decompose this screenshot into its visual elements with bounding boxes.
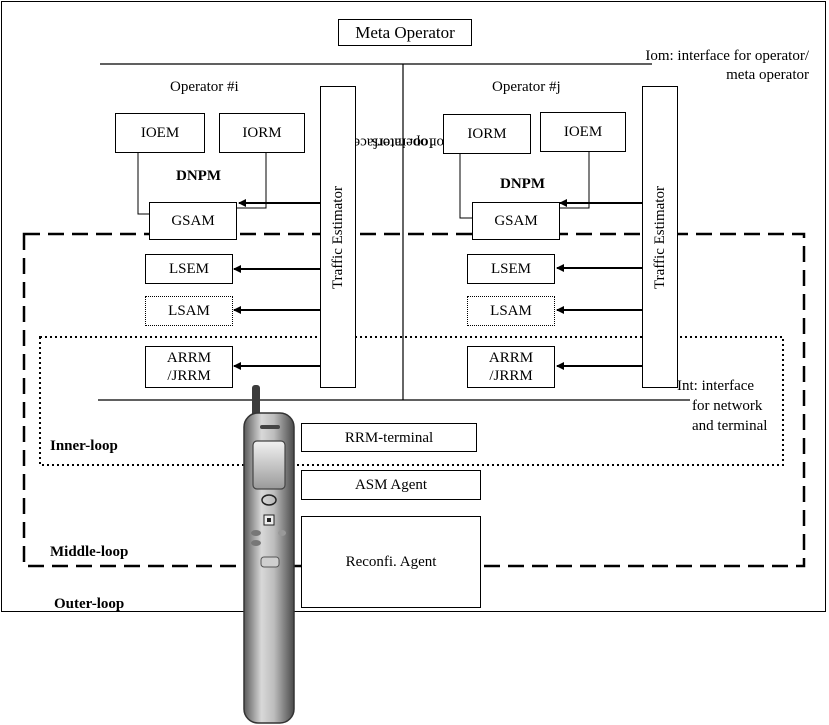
meta-operator-box: Meta Operator — [338, 19, 472, 46]
operator-i-ioem-box: IOEM — [115, 113, 205, 153]
operator-i-gsam-box: GSAM — [149, 202, 237, 240]
meta-operator-label: Meta Operator — [355, 22, 455, 42]
operator-j-dnpm-label: DNPM — [500, 176, 545, 192]
int-label-line2: for network — [692, 398, 763, 414]
operator-i-title: Operator #i — [170, 79, 239, 95]
operator-j-ioem-box: IOEM — [540, 112, 626, 152]
operator-i-arrm-jrrm-box: ARRM /JRRM — [145, 346, 233, 388]
int-label-line3: and terminal — [692, 418, 768, 434]
operator-j-gsam-label: GSAM — [494, 213, 538, 229]
operator-j-jrrm-label: /JRRM — [489, 368, 533, 384]
operator-j-lsam-label: LSAM — [490, 303, 532, 319]
operator-i-lsem-box: LSEM — [145, 254, 233, 284]
operator-i-dnpm-label: DNPM — [176, 168, 221, 184]
reconfi-agent-label: Reconfi. Agent — [345, 554, 437, 570]
operator-j-iorm-box: IORM — [443, 114, 531, 154]
rrm-terminal-label: RRM-terminal — [344, 429, 434, 446]
operator-i-lsam-label: LSAM — [168, 303, 210, 319]
operator-i-arrm-label: ARRM — [166, 350, 212, 366]
operator-i-iorm-label: IORM — [242, 125, 282, 141]
operator-j-traffic-estimator-label: Traffic Estimator — [651, 185, 668, 289]
operator-i-jrrm-label: /JRRM — [167, 368, 211, 384]
iom-label-line1: Iom: interface for operator/ — [645, 48, 809, 64]
iom-label-line2: meta operator — [726, 67, 809, 83]
operator-i-ioem-label: IOEM — [140, 125, 180, 141]
operator-j-arrm-jrrm-box: ARRM /JRRM — [467, 346, 555, 388]
operator-j-traffic-estimator-box: Traffic Estimator — [642, 86, 678, 388]
int-label-line1: Int: interface — [677, 378, 755, 394]
reconfi-agent-box: Reconfi. Agent — [301, 516, 481, 608]
ioo-label-line2: for operators — [371, 134, 450, 151]
operator-j-ioem-label: IOEM — [563, 124, 603, 140]
diagram-frame — [1, 1, 826, 612]
operator-i-traffic-estimator-box: Traffic Estimator — [320, 86, 356, 388]
operator-j-lsem-label: LSEM — [490, 261, 531, 277]
operator-j-iorm-label: IORM — [467, 126, 507, 142]
mobile-phone-icon — [243, 385, 295, 724]
operator-j-lsam-box: LSAM — [467, 296, 555, 326]
operator-j-arrm-label: ARRM — [488, 350, 534, 366]
inner-loop-label: Inner-loop — [50, 438, 118, 454]
operator-j-title: Operator #j — [492, 79, 561, 95]
operator-j-lsem-box: LSEM — [467, 254, 555, 284]
rrm-terminal-box: RRM-terminal — [301, 423, 477, 452]
operator-i-lsam-box: LSAM — [145, 296, 233, 326]
outer-loop-label: Outer-loop — [54, 596, 125, 612]
operator-j-gsam-box: GSAM — [472, 202, 560, 240]
operator-i-lsem-label: LSEM — [168, 261, 209, 277]
operator-i-iorm-box: IORM — [219, 113, 305, 153]
middle-loop-label: Middle-loop — [50, 544, 129, 560]
asm-agent-label: ASM Agent — [354, 477, 428, 493]
operator-i-gsam-label: GSAM — [171, 213, 215, 229]
operator-i-traffic-estimator-label: Traffic Estimator — [329, 185, 346, 289]
asm-agent-box: ASM Agent — [301, 470, 481, 500]
